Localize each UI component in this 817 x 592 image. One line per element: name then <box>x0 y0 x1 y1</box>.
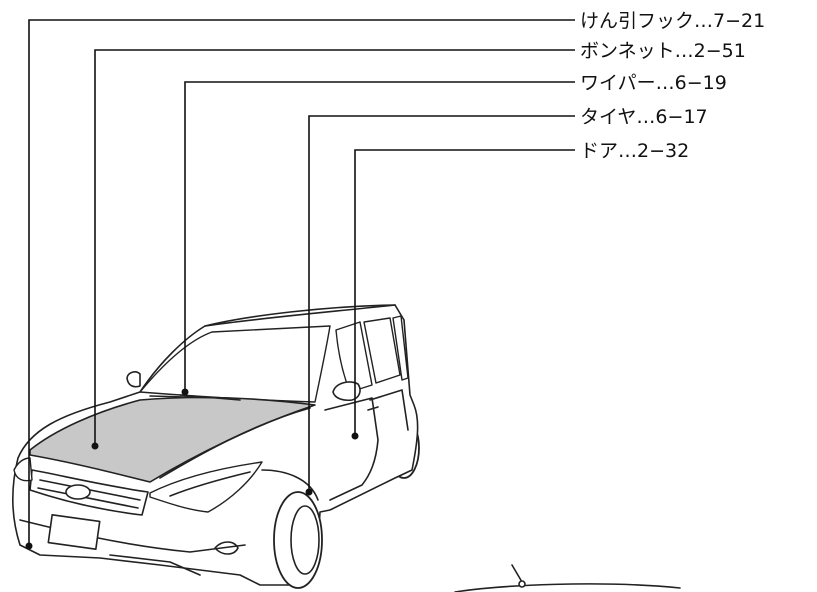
hood-panel <box>29 396 316 483</box>
label-tire: タイヤ…6−17 <box>580 106 708 128</box>
windshield <box>139 325 331 403</box>
front-bumper <box>19 519 246 553</box>
side-mirror <box>332 381 361 402</box>
quarter-window <box>392 315 409 381</box>
rear-side-window <box>363 317 401 384</box>
front-side-window <box>335 321 373 393</box>
leader-wiper <box>184 81 575 392</box>
car-illustration <box>12 304 420 589</box>
label-hood: ボンネット…2−51 <box>580 40 746 62</box>
leader-door <box>354 149 575 436</box>
headlight-right <box>149 461 263 513</box>
front-wheel <box>273 491 323 589</box>
door-seam <box>369 389 409 431</box>
leader-tow-hook <box>28 19 575 546</box>
label-door: ドア…2−32 <box>580 140 689 162</box>
fog-lamp <box>214 541 239 555</box>
label-wiper: ワイパー…6−19 <box>580 72 727 94</box>
leader-hood <box>94 49 575 446</box>
marker-tow-hook <box>25 542 33 550</box>
partial-car-roof <box>454 564 681 592</box>
marker-wiper <box>181 388 189 396</box>
label-tow-hook: けん引フック…7−21 <box>580 10 765 32</box>
marker-door <box>351 432 359 440</box>
marker-hood <box>91 442 99 450</box>
license-plate <box>47 513 101 551</box>
leader-lines <box>25 19 575 550</box>
leader-tire <box>308 115 575 492</box>
emblem <box>65 484 91 500</box>
wiper-blade <box>149 394 241 401</box>
headlight-left <box>13 457 33 482</box>
callout-labels: けん引フック…7−21 ボンネット…2−51 ワイパー…6−19 タイヤ…6−1… <box>580 10 765 162</box>
marker-tire <box>305 488 313 496</box>
car-roof <box>204 304 396 327</box>
left-mirror <box>126 371 141 388</box>
door-panel <box>324 397 379 501</box>
front-wheel-arch <box>261 469 319 501</box>
door-handle <box>367 406 379 411</box>
hood-crease <box>159 407 311 479</box>
